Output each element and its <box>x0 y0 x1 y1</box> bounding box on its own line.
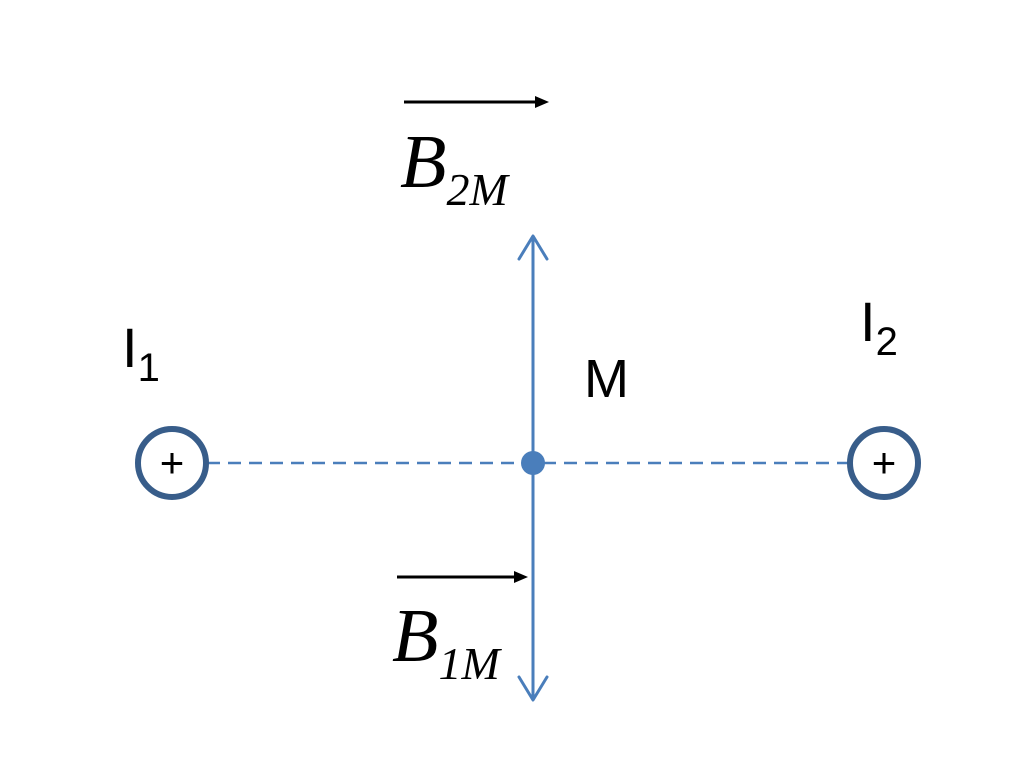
current-1-subscript: 1 <box>138 346 160 390</box>
vector-arrowhead-1-icon <box>514 571 528 583</box>
field-1-subscript: 1M <box>438 638 502 689</box>
wire-2-plus-icon: + <box>872 439 897 486</box>
arrow-up-icon <box>517 234 549 261</box>
wire-2: + <box>847 426 921 500</box>
wire-1-circle <box>135 426 209 500</box>
field-2-label-group: B2M <box>400 96 549 215</box>
field-1-symbol: B <box>392 594 438 678</box>
current-2-label: I2 <box>860 290 898 364</box>
point-m-label: M <box>584 349 629 409</box>
current-1-symbol: I <box>122 316 138 379</box>
point-m-dot <box>521 451 545 475</box>
wire-1: + <box>135 426 209 500</box>
field-1-label-group: B1M <box>392 571 528 689</box>
current-2-symbol: I <box>860 290 876 353</box>
field-1-label: B1M <box>392 594 502 689</box>
field-2-symbol: B <box>400 120 446 204</box>
vector-arrowhead-2-icon <box>535 96 549 108</box>
field-2-subscript: 2M <box>446 164 510 215</box>
current-1-label: I1 <box>122 316 160 390</box>
wire-1-plus-icon: + <box>160 439 185 486</box>
field-2-label: B2M <box>400 120 510 215</box>
wire-2-circle <box>847 426 921 500</box>
current-2-subscript: 2 <box>876 320 898 364</box>
arrow-down-icon <box>517 675 549 702</box>
